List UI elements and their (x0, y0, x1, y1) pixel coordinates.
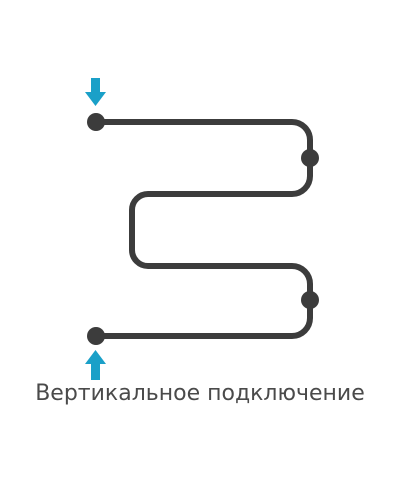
right-lower-mount-dot (301, 291, 319, 309)
arrow-down-icon (85, 78, 106, 106)
right-upper-mount-dot (301, 149, 319, 167)
connection-type-caption: Вертикальное подключение (35, 381, 365, 406)
arrow-up-icon (85, 350, 106, 380)
outlet-connection-dot (87, 327, 105, 345)
inlet-connection-dot (87, 113, 105, 131)
serpentine-pipe (93, 119, 313, 339)
